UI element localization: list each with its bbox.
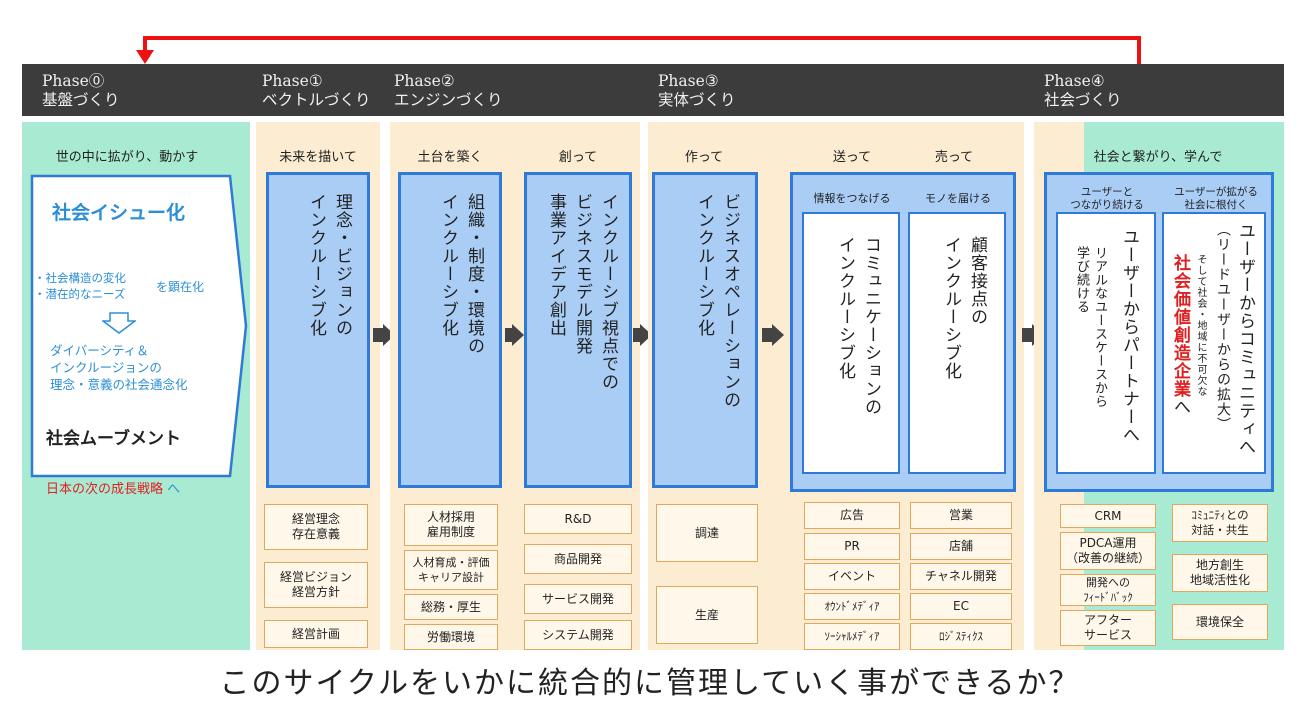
tag-pdca: PDCA運用（改善の継続） xyxy=(1060,532,1156,570)
tag-recruit: 人材採用雇用制度 xyxy=(404,504,498,546)
phase-3-title-c: 売って xyxy=(934,150,974,165)
tag-philosophy: 経営理念存在意義 xyxy=(264,504,368,550)
tag-channel: チャネル開発 xyxy=(910,563,1012,590)
tag-labor-env: 労働環境 xyxy=(404,624,498,650)
tag-service-dev: サービス開発 xyxy=(524,584,632,614)
phase-3-title-a: 作って xyxy=(684,150,724,165)
return-arrow-right xyxy=(1137,36,1141,66)
tag-regional: 地方創生地域活性化 xyxy=(1172,554,1268,592)
tag-crm: CRM xyxy=(1060,504,1156,528)
tag-pr: PR xyxy=(804,533,900,560)
sub-deliver: モノを届ける xyxy=(925,192,991,205)
tag-plan: 経営計画 xyxy=(264,620,368,648)
flow-arrow-4 xyxy=(762,328,772,342)
partner-box: ユーザーからパートナーへ リアルなユースケースから学び続ける xyxy=(1056,212,1156,474)
partner-text: ユーザーからパートナーへ xyxy=(1119,228,1139,444)
operation-inclusive-box: ビジネスオペレーションのインクルーシブ化 xyxy=(652,172,758,488)
return-arrow-top xyxy=(143,36,1141,40)
tag-event: イベント xyxy=(804,563,900,590)
flow-arrow-5 xyxy=(1022,328,1032,342)
social-movement: 社会ムーブメント xyxy=(46,429,181,449)
social-issue-title: 社会イシュー化 xyxy=(52,202,186,224)
phase-2-title-b: 創って xyxy=(558,150,598,165)
vision-inclusive-box: 理念・ビジョンのインクルーシブ化 xyxy=(266,172,370,488)
communication-inclusive-box: コミュニケーションのインクルーシブ化 xyxy=(802,212,900,474)
customer-touchpoint-box: 顧客接点のインクルーシブ化 xyxy=(908,212,1006,474)
phase-header-band xyxy=(22,64,1284,116)
flow-arrow-2-head xyxy=(512,324,524,346)
return-arrow-left xyxy=(143,36,147,50)
phase-3-title-b: 送って xyxy=(832,150,872,165)
issue-bullet-suffix: を顕在化 xyxy=(156,280,205,294)
community-value-text: そして社会・地域に不可欠な社会価値創造企業へ xyxy=(1170,254,1206,416)
tag-sales: 営業 xyxy=(910,502,1012,529)
phase-2-title-a: 土台を築く xyxy=(417,150,483,165)
issue-bullets: ・社会構造の変化・潜在的なニーズ xyxy=(34,271,126,301)
tag-system-dev: システム開発 xyxy=(524,620,632,650)
community-text: ユーザーからコミュニティへ（リードユーザーからの拡大） xyxy=(1215,222,1255,456)
organization-inclusive-box: 組織・制度・環境のインクルーシブ化 xyxy=(398,172,502,488)
flow-arrow-2 xyxy=(505,328,513,342)
tag-community-dialog: ｺﾐｭﾆﾃｨとの対話・共生 xyxy=(1172,504,1268,542)
business-model-text: インクルーシブ視点でのビジネスモデル開発事業アイデア創出 xyxy=(546,193,618,391)
tag-after-service: アフターサービス xyxy=(1060,610,1156,646)
business-model-box: インクルーシブ視点でのビジネスモデル開発事業アイデア創出 xyxy=(524,172,632,488)
sub-user-connect: ユーザーとつながり続ける xyxy=(1070,186,1144,211)
operation-inclusive-text: ビジネスオペレーションのインクルーシブ化 xyxy=(694,193,740,409)
phase-4-title: 社会と繋がり、学んで xyxy=(1093,150,1223,165)
tag-logistics: ﾛｼﾞｽﾃｨｸｽ xyxy=(910,623,1012,650)
customer-touchpoint-text: 顧客接点のインクルーシブ化 xyxy=(941,236,987,380)
phase-0-title: 世の中に拡がり、動かす xyxy=(55,150,199,165)
organization-inclusive-text: 組織・制度・環境のインクルーシブ化 xyxy=(438,193,484,355)
tag-procurement: 調達 xyxy=(656,504,758,562)
cycle-question: このサイクルをいかに統合的に管理していく事ができるか？ xyxy=(219,666,1081,701)
growth-strategy: 日本の次の成長戦略 へ xyxy=(46,482,181,497)
tag-feedback: 開発へのﾌｨｰﾄﾞﾊﾞｯｸ xyxy=(1060,574,1156,606)
flow-arrow-1 xyxy=(373,328,383,342)
communication-inclusive-text: コミュニケーションのインクルーシブ化 xyxy=(835,236,881,416)
tag-general-affairs: 総務・厚生 xyxy=(404,594,498,620)
tag-rnd: R&D xyxy=(524,504,632,534)
sub-user-spread: ユーザーが拡がる社会に根付く xyxy=(1174,186,1258,211)
tag-development: 人材育成・評価キャリア設計 xyxy=(404,550,498,590)
down-arrow-icon xyxy=(100,312,138,338)
community-box: ユーザーからコミュニティへ（リードユーザーからの拡大） そして社会・地域に不可欠… xyxy=(1162,212,1266,474)
tag-social-media: ｿｰｼｬﾙﾒﾃﾞｨｱ xyxy=(804,623,900,650)
phase-1-title: 未来を描いて xyxy=(279,150,357,165)
tag-environment: 環境保全 xyxy=(1172,604,1268,640)
tag-vision: 経営ビジョン経営方針 xyxy=(264,562,368,608)
tag-product-dev: 商品開発 xyxy=(524,544,632,574)
tag-ec: EC xyxy=(910,593,1012,620)
dni-text: ダイバーシティ＆インクルージョンの理念・意義の社会通念化 xyxy=(50,343,188,392)
tag-owned-media: ｵｳﾝﾄﾞﾒﾃﾞｨｱ xyxy=(804,593,900,620)
tag-store: 店舗 xyxy=(910,533,1012,560)
flow-arrow-3 xyxy=(633,328,641,342)
partner-sub-text: リアルなユースケースから学び続ける xyxy=(1074,246,1107,408)
tag-production: 生産 xyxy=(656,586,758,644)
sub-info-connect: 情報をつなげる xyxy=(813,192,891,205)
return-arrow-head xyxy=(136,50,154,64)
vision-inclusive-text: 理念・ビジョンのインクルーシブ化 xyxy=(306,193,352,337)
flow-arrow-4-head xyxy=(772,324,784,346)
social-issue-pentagon xyxy=(30,174,248,478)
tag-ad: 広告 xyxy=(804,502,900,529)
